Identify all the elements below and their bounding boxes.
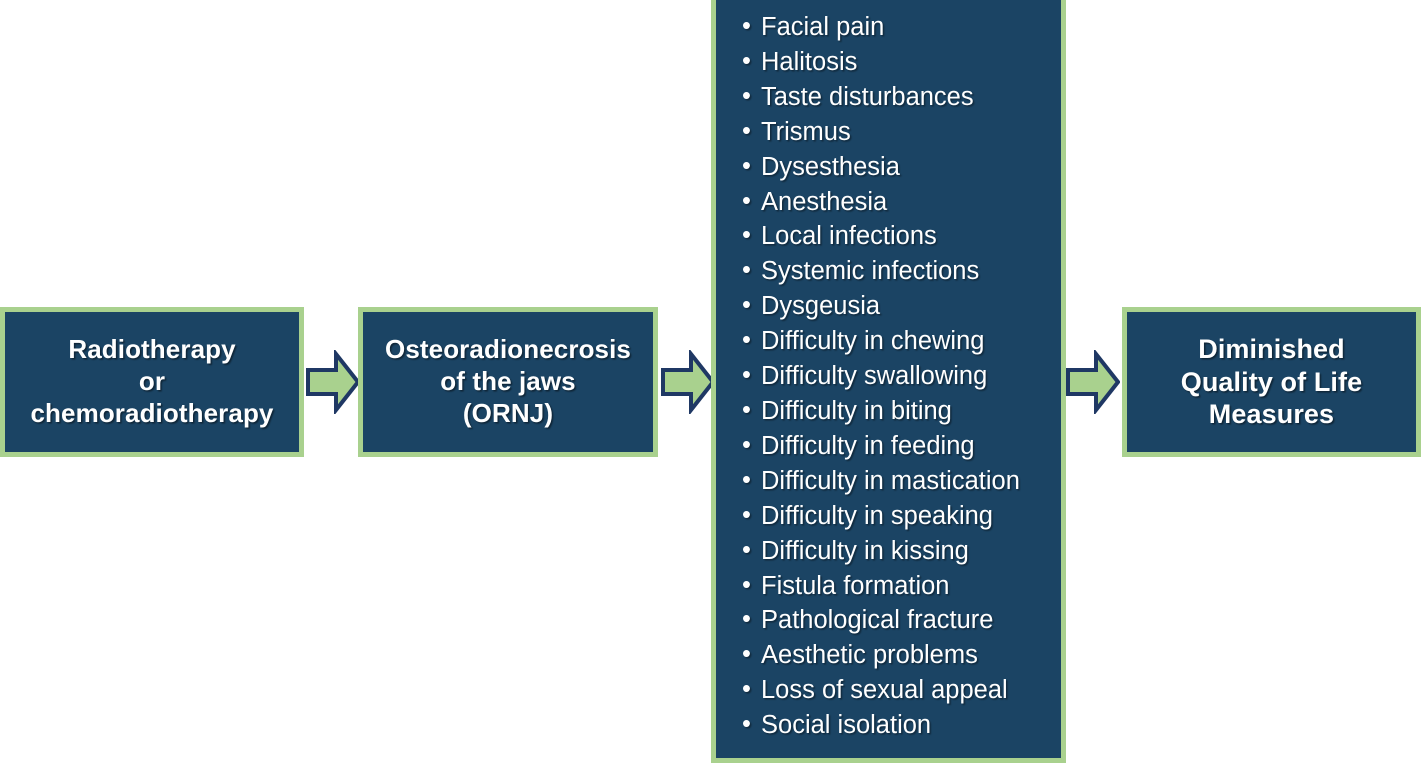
arrow-right-icon-2 (661, 348, 716, 416)
node-radiotherapy-label: Radiotherapy or chemoradiotherapy (30, 334, 274, 428)
list-item: Dysgeusia (742, 288, 1061, 324)
node-osteoradionecrosis-label: Osteoradionecrosis of the jaws (ORNJ) (385, 334, 631, 428)
list-item: Difficulty in biting (742, 393, 1061, 429)
arrow-right-icon-3 (1066, 348, 1121, 416)
list-item: Aesthetic problems (742, 637, 1061, 673)
list-item: Anesthesia (742, 184, 1061, 220)
list-item: Systemic infections (742, 253, 1061, 289)
arrow-right-icon-1 (306, 348, 361, 416)
node-symptom-list: Facial pain Halitosis Taste disturbances… (711, 0, 1066, 763)
list-item: Difficulty swallowing (742, 358, 1061, 394)
list-item: Dysesthesia (742, 149, 1061, 185)
list-item: Facial pain (742, 9, 1061, 45)
node-quality-of-life: Diminished Quality of Life Measures (1122, 307, 1421, 457)
list-item: Difficulty in chewing (742, 323, 1061, 359)
node-radiotherapy: Radiotherapy or chemoradiotherapy (0, 307, 304, 457)
list-item: Halitosis (742, 44, 1061, 80)
list-item: Local infections (742, 218, 1061, 254)
list-item: Difficulty in kissing (742, 533, 1061, 569)
list-item: Trismus (742, 114, 1061, 150)
list-item: Fistula formation (742, 568, 1061, 604)
list-item: Difficulty in speaking (742, 498, 1061, 534)
list-item: Difficulty in feeding (742, 428, 1061, 464)
list-item: Loss of sexual appeal (742, 672, 1061, 708)
list-item: Pathological fracture (742, 602, 1061, 638)
list-item: Difficulty in mastication (742, 463, 1061, 499)
symptom-list: Facial pain Halitosis Taste disturbances… (716, 0, 1061, 743)
list-item: Taste disturbances (742, 79, 1061, 115)
list-item: Social isolation (742, 707, 1061, 743)
node-osteoradionecrosis: Osteoradionecrosis of the jaws (ORNJ) (358, 307, 658, 457)
node-quality-of-life-label: Diminished Quality of Life Measures (1180, 333, 1363, 430)
